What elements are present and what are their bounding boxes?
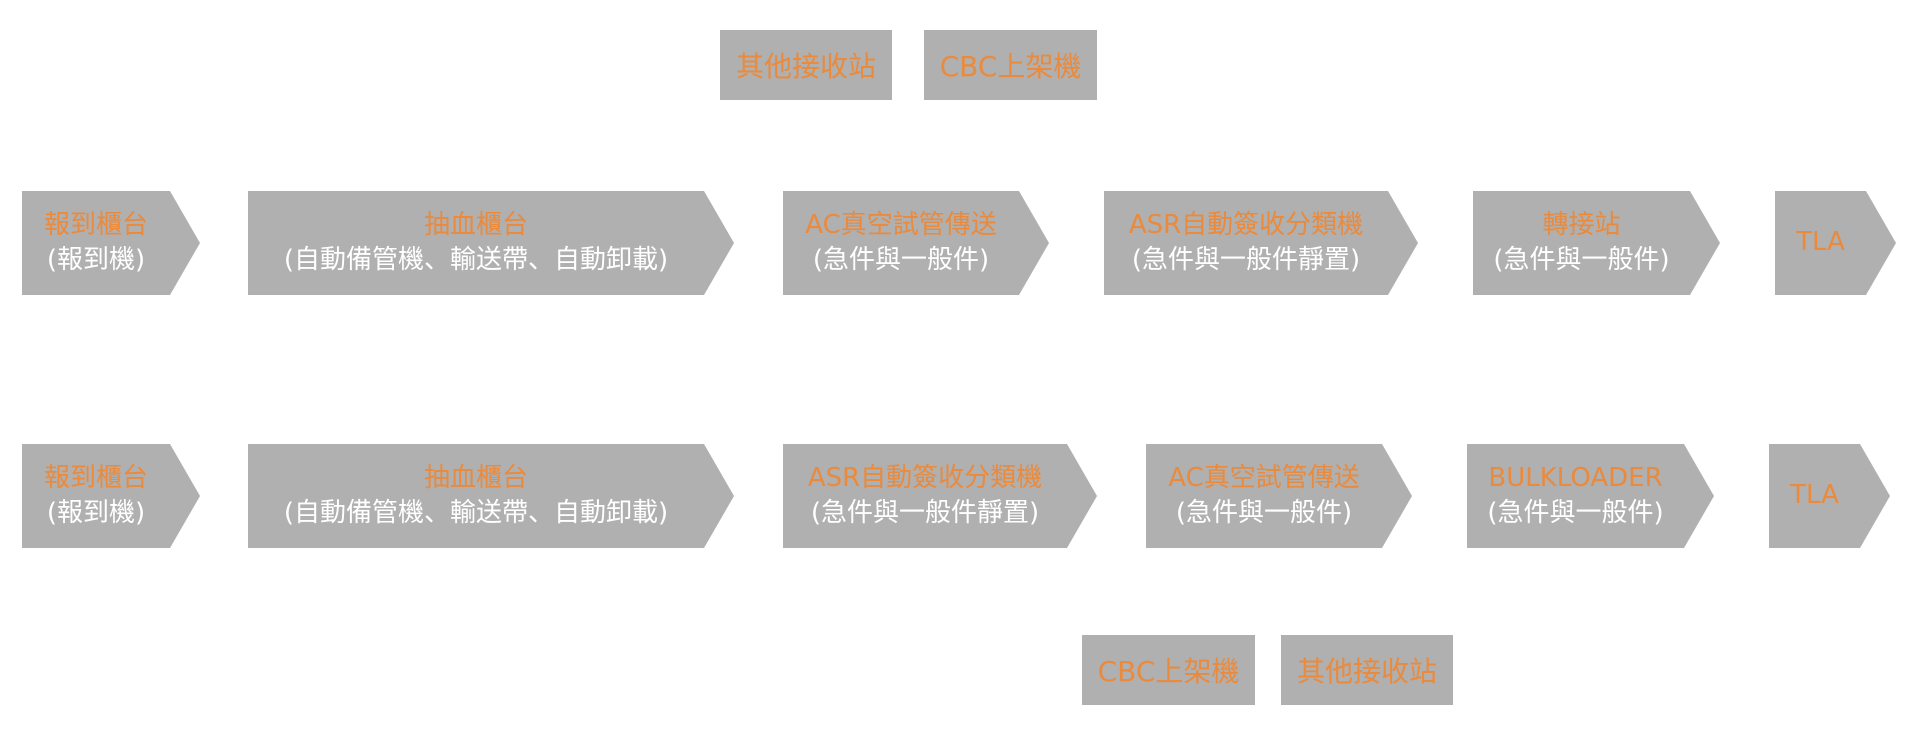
row1-step-blood-draw-sub: (自動備管機、輸送帶、自動卸載): [283, 245, 669, 275]
row1-step-ac-vacuum-sub: (急件與一般件): [812, 245, 990, 275]
bottom-other-station-label: 其他接收站: [1296, 655, 1437, 688]
row1-step-ac-vacuum: AC真空試管傳送 (急件與一般件): [783, 191, 1049, 295]
row1-step-asr-title: ASR自動簽收分類機: [1128, 209, 1364, 240]
row2-step-tla: TLA: [1769, 444, 1890, 548]
row1-step-transfer-station: 轉接站 (急件與一般件): [1473, 191, 1720, 295]
row2-step-blood-draw-sub: (自動備管機、輸送帶、自動卸載): [283, 498, 669, 528]
row2-step-asr: ASR自動簽收分類機 (急件與一般件靜置): [783, 444, 1097, 548]
top-other-station-label: 其他接收站: [735, 50, 876, 83]
bottom-other-station-box: 其他接收站: [1281, 635, 1453, 705]
row2-step-checkin: 報到櫃台 (報到機): [22, 444, 200, 548]
row2-step-bulkloader-sub: (急件與一般件): [1487, 498, 1664, 528]
row1-step-transfer-station-title: 轉接站: [1542, 209, 1621, 240]
row2-step-ac-vacuum: AC真空試管傳送 (急件與一般件): [1146, 444, 1412, 548]
row1-step-ac-vacuum-title: AC真空試管傳送: [805, 209, 997, 240]
row1-step-transfer-station-sub: (急件與一般件): [1493, 245, 1670, 275]
row2-step-blood-draw: 抽血櫃台 (自動備管機、輸送帶、自動卸載): [248, 444, 734, 548]
top-cbc-label: CBC上架機: [939, 50, 1082, 83]
row2-step-tla-title: TLA: [1790, 480, 1839, 511]
bottom-cbc-box: CBC上架機: [1082, 635, 1255, 705]
row1-step-tla: TLA: [1775, 191, 1896, 295]
row2-step-asr-title: ASR自動簽收分類機: [807, 462, 1043, 493]
top-cbc-box: CBC上架機: [924, 30, 1097, 100]
row1-step-checkin: 報到櫃台 (報到機): [22, 191, 200, 295]
bottom-cbc-label: CBC上架機: [1097, 655, 1240, 688]
row2-step-checkin-sub: (報到機): [46, 498, 146, 528]
row1-step-checkin-sub: (報到機): [46, 245, 146, 275]
row2-step-asr-sub: (急件與一般件靜置): [810, 498, 1040, 528]
top-other-station-box: 其他接收站: [720, 30, 892, 100]
row1-step-checkin-title: 報到櫃台: [43, 209, 148, 240]
row2-step-checkin-title: 報到櫃台: [43, 462, 148, 493]
row2-step-bulkloader-title: BULKLOADER: [1488, 462, 1663, 493]
row1-step-blood-draw: 抽血櫃台 (自動備管機、輸送帶、自動卸載): [248, 191, 734, 295]
row1-step-asr: ASR自動簽收分類機 (急件與一般件靜置): [1104, 191, 1418, 295]
row2-step-blood-draw-title: 抽血櫃台: [423, 462, 528, 493]
row1-step-blood-draw-title: 抽血櫃台: [423, 209, 528, 240]
row1-step-asr-sub: (急件與一般件靜置): [1131, 245, 1361, 275]
row2-step-ac-vacuum-title: AC真空試管傳送: [1168, 462, 1360, 493]
row2-step-bulkloader: BULKLOADER (急件與一般件): [1467, 444, 1714, 548]
row2-step-ac-vacuum-sub: (急件與一般件): [1175, 498, 1353, 528]
row1-step-tla-title: TLA: [1796, 227, 1845, 258]
